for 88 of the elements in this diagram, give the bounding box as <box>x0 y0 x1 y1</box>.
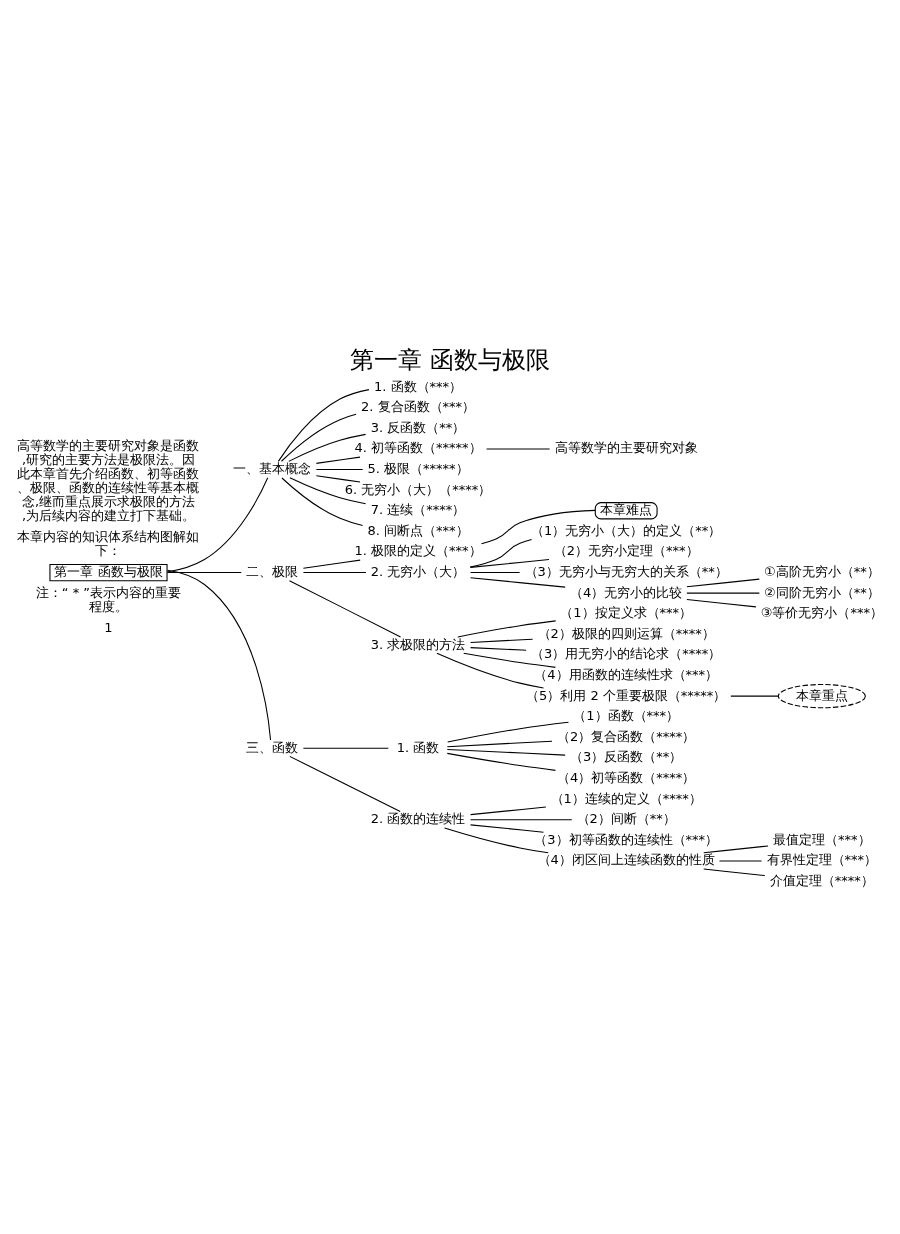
node-text: （2）无穷小定理（***） <box>553 543 699 559</box>
node-text: 二、极限 <box>246 563 299 579</box>
node-text: 一、基本概念 <box>233 460 312 476</box>
connector <box>480 509 596 545</box>
connector <box>463 652 556 668</box>
node-text: （4）闭区间上连续函数的性质 <box>537 852 715 868</box>
label: 高等数学的主要研究对象是函数,研究的主要方法是极限法。因此本章首先介绍函数、初等函数、极限、函数的连续性等基本概念,继而重点展示求极限的方法,为后续内容的建立打下基础。 <box>17 437 200 524</box>
connector <box>302 747 389 749</box>
node-text: （3）初等函数的连续性（***） <box>534 831 719 847</box>
diagram-title: 第一章 函数与极限 <box>350 345 550 374</box>
node-text: 6. 无穷小（大）（****） <box>344 481 492 497</box>
connector <box>470 577 566 588</box>
label: 注：“ * ”表示内容的重要程度。 <box>35 585 182 615</box>
node-text: （1）无穷小（大）的定义（**） <box>531 522 722 538</box>
node-text: （4）初等函数（****） <box>557 769 696 785</box>
connector <box>470 572 521 574</box>
connector <box>730 695 779 697</box>
connector <box>444 827 549 854</box>
connector <box>686 598 757 608</box>
node-box: 第一章 函数与极限 <box>49 563 168 582</box>
connector <box>315 469 364 471</box>
connector <box>470 806 547 816</box>
node-text: 最值定理（***） <box>773 831 871 847</box>
node-text: 有界性定理（***） <box>766 852 878 868</box>
connector <box>288 580 402 638</box>
node-text: （1）按定义求（***） <box>560 605 693 621</box>
node-text: （1）连续的定义（****） <box>550 790 702 806</box>
node-text: （3）反函数（**） <box>570 749 683 765</box>
node-text: 5. 极限（*****） <box>367 460 469 476</box>
label: 本章内容的知识体系结构图解如下： <box>17 528 200 558</box>
node-text: （2）间断（**） <box>576 811 676 827</box>
node-text: 高等数学的主要研究对象 <box>554 440 698 456</box>
connector <box>281 477 364 526</box>
node-text: 7. 连续（****） <box>370 502 466 518</box>
node-text: 3. 求极限的方法 <box>370 636 466 652</box>
connector <box>166 477 269 573</box>
node-text: （2）极限的四则运算（****） <box>537 625 715 641</box>
label: 1 <box>104 620 113 636</box>
node-text: 3. 反函数（**） <box>370 419 466 435</box>
connector <box>315 475 361 483</box>
connector <box>315 456 361 464</box>
connector <box>289 477 367 505</box>
connector <box>446 740 553 748</box>
connector <box>703 868 766 877</box>
node-ellipse: 本章重点 <box>777 684 866 709</box>
node-text: 1. 极限的定义（***） <box>354 543 482 559</box>
node-text: 1. 函数 <box>396 739 440 755</box>
connector <box>166 569 272 741</box>
node-text: （3）无穷小与无穷大的关系（**） <box>524 563 728 579</box>
node-text: （4）无穷小的比较 <box>570 584 683 600</box>
node-text: 介值定理（****） <box>769 872 874 888</box>
connector <box>447 721 570 743</box>
connector <box>469 538 533 568</box>
node-text: ①高阶无穷小（**） <box>764 563 880 579</box>
connector <box>302 572 367 574</box>
node-text: （2）复合函数（****） <box>557 728 696 744</box>
connector <box>302 559 361 569</box>
connector <box>686 592 760 594</box>
node-text: 8. 间断点（***） <box>367 522 469 538</box>
connector <box>470 824 544 833</box>
connector <box>289 755 401 812</box>
connector <box>280 413 357 462</box>
node-text: ②同阶无穷小（**） <box>764 584 880 600</box>
node-text: （5）利用 2 个重要极限（*****） <box>526 687 727 703</box>
node-text: 三、函数 <box>246 739 299 755</box>
connector <box>436 652 545 689</box>
node-text: 2. 复合函数（***） <box>360 399 476 415</box>
connector <box>703 845 769 854</box>
node-text: （1）函数（***） <box>573 708 680 724</box>
node-text: 1. 函数（***） <box>373 378 463 394</box>
connector <box>470 647 527 651</box>
node-text: （3）用无穷小的结论求（****） <box>531 646 722 662</box>
connector <box>470 638 534 643</box>
connector <box>288 433 367 462</box>
connector <box>166 572 242 574</box>
connector <box>446 749 566 756</box>
node-text: 2. 函数的连续性 <box>370 811 466 827</box>
node-text: 4. 初等函数（*****） <box>354 440 482 456</box>
connector <box>686 578 760 588</box>
connector <box>457 620 557 638</box>
node-text: ③等价无穷小（***） <box>760 605 883 621</box>
connector <box>277 389 370 462</box>
connector <box>470 819 573 821</box>
node-text: 2. 无穷小（大） <box>370 563 466 579</box>
node-text: （4）用函数的连续性求（***） <box>534 666 719 682</box>
connector <box>446 752 556 771</box>
connector <box>470 559 550 568</box>
node-box: 本章难点 <box>594 502 658 520</box>
